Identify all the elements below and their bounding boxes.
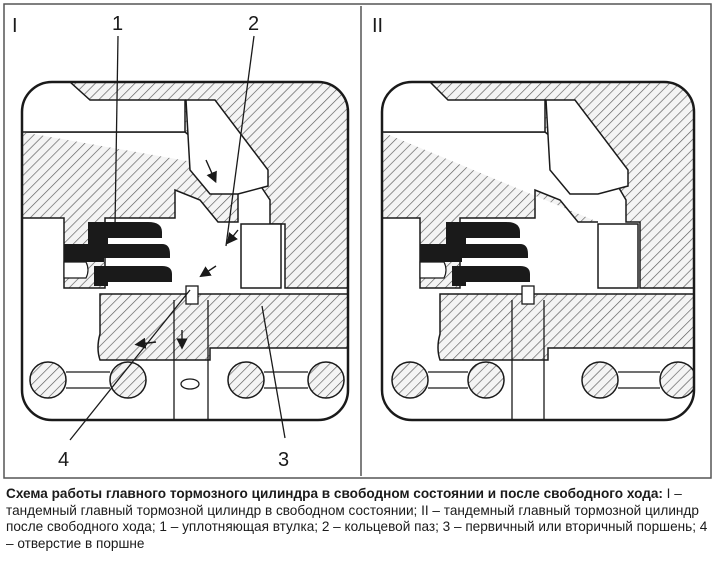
caption-text: I – тандемный главный тормозной цилиндр …: [6, 486, 708, 551]
caption-title: Схема работы главного тормозного цилиндр…: [6, 486, 663, 501]
callout-2: 2: [248, 13, 259, 35]
piston: [97, 293, 348, 361]
seal-sleeve-ii: [420, 222, 530, 286]
brake-master-cylinder-diagram: I II: [3, 3, 712, 479]
panel-i: [20, 80, 350, 422]
callouts: [69, 35, 286, 441]
callout-3: 3: [278, 449, 289, 471]
feed-port: [185, 99, 269, 195]
callout-4: 4: [58, 449, 69, 471]
valve-block-ii: [597, 223, 639, 289]
panel-ii: [380, 80, 696, 422]
panel-label-ii: II: [372, 15, 383, 37]
piston-hole: [185, 285, 199, 305]
piston-ii: [437, 293, 694, 361]
return-spring: [29, 361, 345, 399]
figure-frame: [3, 3, 712, 479]
valve-block: [240, 223, 282, 289]
callout-1: 1: [112, 13, 123, 35]
feed-port-ii: [545, 99, 629, 195]
seal-sleeve: [64, 222, 172, 286]
figure-caption: Схема работы главного тормозного цилиндр…: [6, 486, 709, 552]
piston-hole-ii: [521, 285, 535, 305]
panel-label-i: I: [12, 15, 18, 37]
flow-arrows: [134, 159, 239, 350]
return-spring-ii: [391, 361, 694, 399]
